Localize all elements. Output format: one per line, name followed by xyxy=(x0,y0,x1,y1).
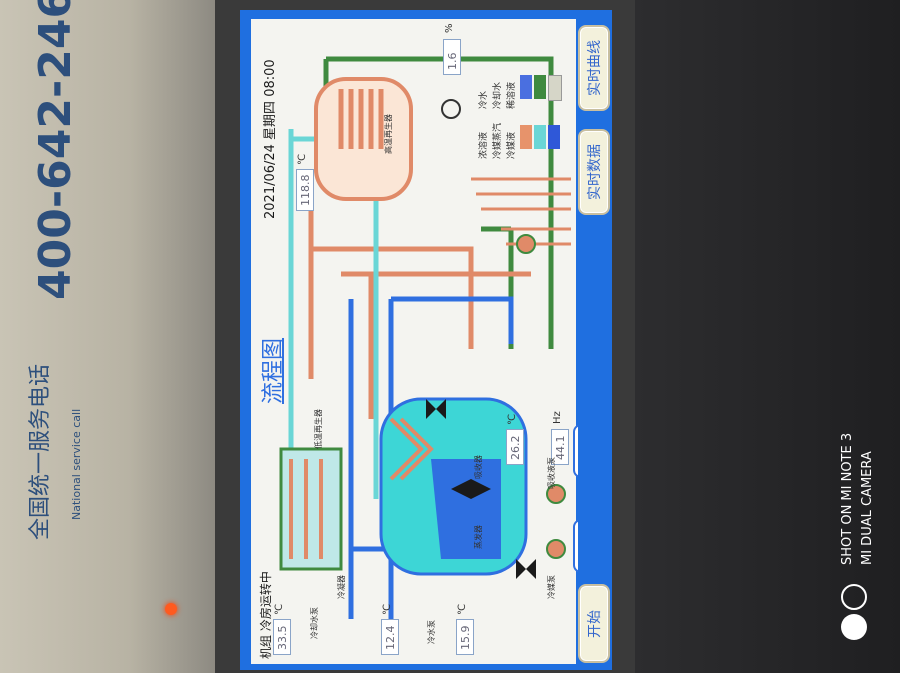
realtime-data-button[interactable]: 实时数据 xyxy=(578,129,610,215)
watermark-line1: SHOT ON MI NOTE 3 xyxy=(840,432,855,565)
realtime-curve-button[interactable]: 实时曲线 xyxy=(578,25,610,111)
absorber-temp-unit: ℃ xyxy=(507,413,518,425)
legend-item: 稀溶液 xyxy=(507,81,517,109)
chilled-out-readout: 15.9 xyxy=(456,619,474,655)
camera-logo-icon xyxy=(838,584,868,642)
chilled-in-readout: 12.4 xyxy=(381,619,399,655)
service-banner: 400-642-246 全国统一服务电话 National service ca… xyxy=(18,0,83,673)
phone-number: 400-642-246 xyxy=(30,0,81,300)
hotline-en: National service call xyxy=(70,408,83,520)
datetime: 2021/06/24 星期四 08:00 xyxy=(263,59,278,219)
high-gen-temp-readout: 118.8 xyxy=(296,169,314,211)
concentration-unit: % xyxy=(444,23,455,33)
refrigerant-pump-label: 冷媒泵 xyxy=(547,575,556,599)
legend-swatch-refrigerant xyxy=(548,125,560,149)
monitor-frame xyxy=(635,0,900,673)
legend: 冷水 冷却水 稀溶液 浓溶液 冷媒蒸汽 冷媒液 xyxy=(476,69,562,159)
absorber-temp-readout: 26.2 xyxy=(506,429,524,465)
legend-item: 浓溶液 xyxy=(479,131,489,159)
chilled-water-pump-label: 冷水泵 xyxy=(427,620,436,644)
chilled-in-unit: ℃ xyxy=(382,603,393,615)
high-gen-label: 高温再生器 xyxy=(384,114,393,154)
start-button[interactable]: 开始 xyxy=(578,584,610,663)
legend-item: 冷媒液 xyxy=(507,131,517,159)
cooling-water-unit: ℃ xyxy=(274,603,285,615)
hotline-cn: 全国统一服务电话 xyxy=(28,363,53,540)
absorber-label: 吸收器 xyxy=(474,455,483,479)
background-wall xyxy=(0,0,215,673)
frequency-readout: 44.1 xyxy=(551,429,569,465)
page-title: 流程图 xyxy=(261,337,286,404)
side-menu: 实时曲线 实时数据 开始 xyxy=(578,19,610,664)
process-canvas: 2021/06/24 星期四 08:00 流程图 机组 冷房运转中 冷水 冷却水… xyxy=(251,19,607,664)
hmi-screen: 2021/06/24 星期四 08:00 流程图 机组 冷房运转中 冷水 冷却水… xyxy=(240,10,612,670)
frequency-unit: Hz xyxy=(552,411,563,424)
high-gen-temp-unit: ℃ xyxy=(297,153,308,165)
legend-item: 冷却水 xyxy=(493,81,503,109)
process-diagram xyxy=(279,56,571,619)
concentration-readout: 1.6 xyxy=(443,39,461,75)
legend-swatch-vapor xyxy=(534,125,546,149)
chilled-out-unit: ℃ xyxy=(457,603,468,615)
condenser-label: 冷凝器 xyxy=(337,575,346,599)
legend-swatch-dilute xyxy=(548,75,562,101)
power-led xyxy=(165,603,177,615)
legend-swatch-chilled xyxy=(520,75,532,99)
cooling-water-readout: 33.5 xyxy=(273,619,291,655)
status-text: 机组 冷房运转中 xyxy=(259,571,273,659)
watermark-line2: MI DUAL CAMERA xyxy=(860,451,875,565)
legend-swatch-cooling xyxy=(534,75,546,99)
low-gen-label: 低温再生器 xyxy=(314,409,323,449)
evaporator-label: 蒸发器 xyxy=(474,525,483,549)
legend-item: 冷水 xyxy=(479,90,489,109)
absorption-pump-label: 吸收液泵 xyxy=(547,457,556,489)
legend-swatch-concentrated xyxy=(520,125,532,149)
legend-item: 冷媒蒸汽 xyxy=(493,122,503,159)
cooling-water-pump-label: 冷却水泵 xyxy=(310,607,319,639)
